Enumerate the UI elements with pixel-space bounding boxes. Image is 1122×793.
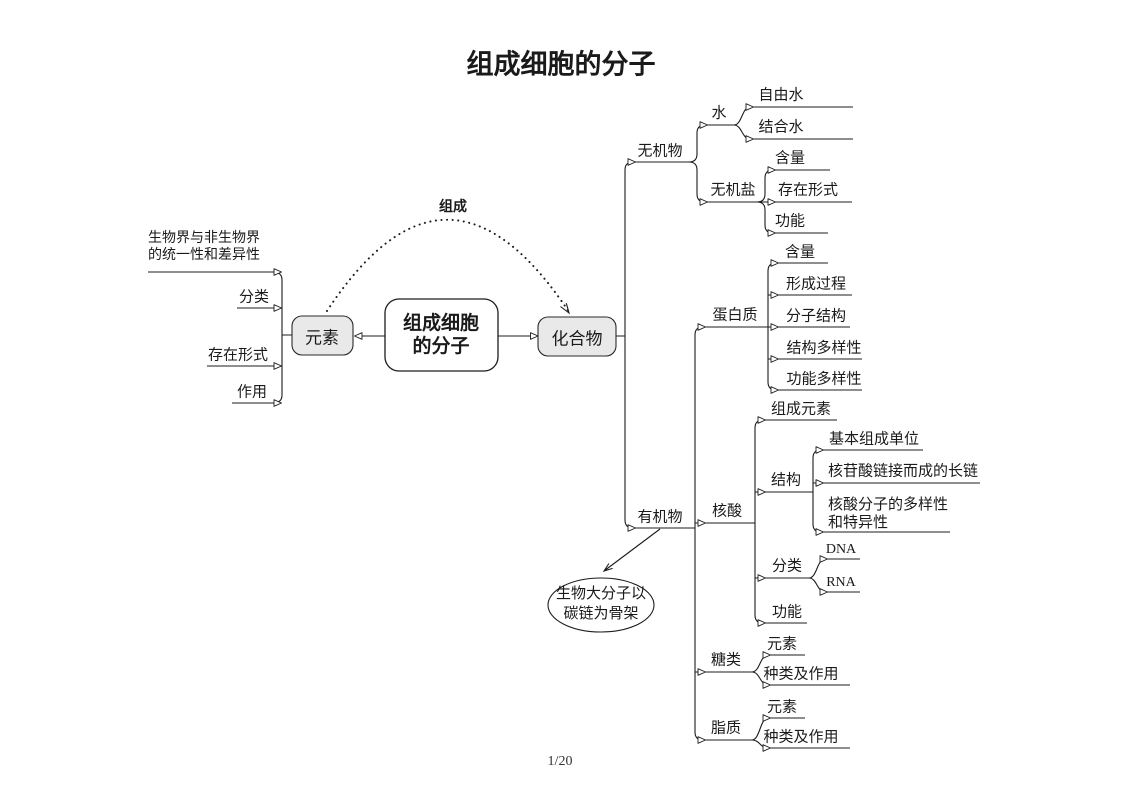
arrowhead-icon — [697, 668, 706, 676]
branch-lipid-types-roles: 种类及作用 — [763, 729, 839, 746]
branch-sugar-element: 元素 — [766, 636, 798, 653]
elements-node-label[interactable]: 元素 — [305, 328, 339, 348]
branch-salt-existence-form: 存在形式 — [777, 182, 839, 199]
branch-arrowheads — [273, 103, 828, 752]
branch-unity-line2: 的统一性和差异性 — [148, 247, 260, 263]
branch-salt-content: 含量 — [774, 150, 806, 167]
branch-salt-function: 功能 — [774, 213, 806, 230]
relation-label: 组成 — [439, 198, 467, 214]
arrowhead-icon — [757, 619, 766, 627]
branch-elements-role: 作用 — [236, 384, 268, 401]
branch-na-composition-elements: 组成元素 — [770, 401, 832, 418]
root-label-line2: 的分子 — [412, 336, 470, 357]
branch-na-diversity-line2: 和特异性 — [828, 515, 889, 531]
arrowhead-icon — [745, 103, 754, 111]
branch-na-basic-unit: 基本组成单位 — [828, 431, 920, 448]
page-title: 组成细胞的分子 — [466, 49, 656, 80]
compounds-node-label[interactable]: 化合物 — [551, 329, 603, 349]
branch-inorganic: 无机物 — [637, 143, 683, 160]
branch-protein-formation: 形成过程 — [785, 276, 847, 293]
arrowhead-icon — [757, 416, 766, 424]
elements-node-shape[interactable] — [291, 315, 354, 356]
arrowhead-icon — [767, 198, 776, 206]
branch-na-classification: 分类 — [771, 558, 803, 575]
arrowhead-icon — [770, 386, 779, 394]
arrowhead-icon — [770, 323, 779, 331]
branch-free-water: 自由水 — [758, 87, 804, 104]
root-node-label[interactable]: 组成细胞 的分子 — [403, 312, 479, 358]
arrowhead-icon — [530, 332, 539, 340]
arrowhead-icon — [273, 304, 282, 312]
arrowhead-icon — [762, 681, 771, 689]
arrowhead-icon — [354, 332, 363, 340]
branch-elements-existence-form: 存在形式 — [207, 347, 269, 364]
arrowhead-icon — [767, 229, 776, 237]
page-indicator: 1/20 — [547, 754, 573, 769]
branch-na-dna: DNA — [825, 542, 857, 557]
arrowhead-icon — [699, 121, 708, 129]
organic-note-line2: 碳链为骨架 — [563, 606, 639, 622]
arrowhead-icon — [815, 528, 824, 536]
branch-protein-functional-diversity: 功能多样性 — [786, 371, 862, 388]
branch-na-function: 功能 — [771, 604, 803, 621]
arrowhead-icon — [697, 519, 706, 527]
branch-lipid-element: 元素 — [766, 699, 798, 716]
arrowhead-icon — [757, 574, 766, 582]
organic-note-label: 生物大分子以 碳链为骨架 — [556, 584, 646, 624]
branch-organic: 有机物 — [637, 509, 683, 526]
arrowhead-icon — [819, 555, 828, 563]
arrowhead-icon — [697, 736, 706, 744]
branch-nucleic-acid: 核酸 — [711, 503, 743, 520]
arrowhead-icon — [819, 588, 828, 596]
organic-note-line1: 生物大分子以 — [555, 586, 647, 602]
branch-water: 水 — [711, 105, 727, 122]
arrowhead-icon — [697, 323, 706, 331]
branch-elements-classification: 分类 — [238, 289, 270, 306]
arrowhead-icon — [770, 355, 779, 363]
branch-na-diversity: 核酸分子的多样性 和特异性 — [828, 496, 948, 532]
relation-arc — [326, 218, 570, 313]
branch-protein-structural-diversity: 结构多样性 — [786, 340, 862, 357]
arrowhead-icon — [757, 488, 766, 496]
branch-bound-water: 结合水 — [758, 119, 804, 136]
branch-na-chain: 核苷酸链接而成的长链 — [827, 463, 979, 480]
connector-lines — [148, 106, 980, 749]
branch-salt: 无机盐 — [710, 182, 756, 199]
branch-protein: 蛋白质 — [712, 307, 758, 324]
arrowhead-icon — [273, 362, 282, 370]
branch-na-structure: 结构 — [770, 472, 802, 489]
arrowhead-icon — [273, 268, 282, 276]
branch-unity-line1: 生物界与非生物界 — [148, 231, 260, 246]
branch-protein-content: 含量 — [784, 244, 816, 261]
arrowhead-icon — [770, 291, 779, 299]
branch-na-rna: RNA — [826, 575, 856, 590]
arrowhead-icon — [745, 135, 754, 143]
arrowhead-icon — [762, 651, 771, 659]
organic-note-ellipse — [547, 577, 655, 633]
branch-protein-molecular-structure: 分子结构 — [785, 308, 847, 325]
root-label-line1: 组成细胞 — [402, 313, 480, 334]
arrowhead-icon — [699, 198, 708, 206]
arrowhead-icon — [815, 479, 824, 487]
arrowhead-icon — [815, 446, 824, 454]
arrowhead-icon — [770, 259, 779, 267]
branch-sugar: 糖类 — [710, 652, 742, 669]
arrowhead-icon — [627, 524, 636, 532]
arrowhead-icon — [762, 714, 771, 722]
branch-unity: 生物界与非生物界 的统一性和差异性 — [148, 231, 260, 264]
branch-sugar-types-roles: 种类及作用 — [763, 666, 839, 683]
arrowhead-icon — [767, 166, 776, 174]
arrowhead-icon — [762, 744, 771, 752]
root-node-shape[interactable] — [384, 298, 499, 372]
arrowhead-icon — [273, 399, 282, 407]
arrowhead-icon — [627, 158, 636, 166]
branch-na-diversity-line1: 核酸分子的多样性 — [828, 497, 949, 513]
compounds-node-shape[interactable] — [537, 316, 617, 357]
branch-lipid: 脂质 — [710, 720, 742, 737]
